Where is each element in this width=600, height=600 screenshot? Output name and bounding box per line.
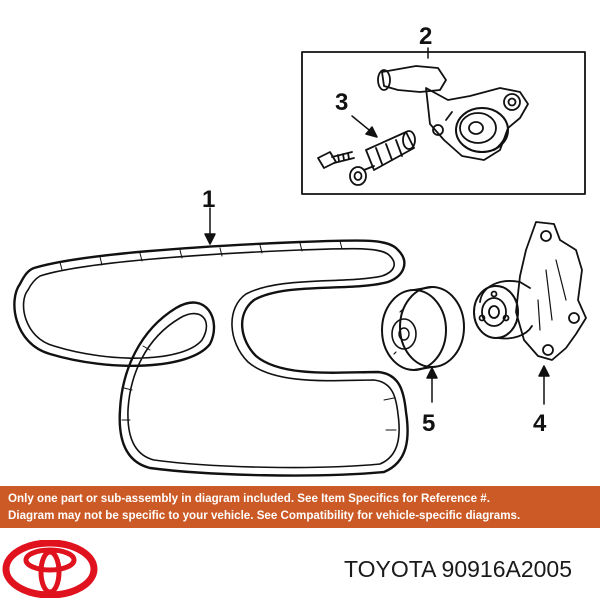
water-pump: [473, 221, 587, 361]
idler-pulley: [381, 286, 465, 371]
tensioner-damper: [317, 130, 416, 186]
part-number-label: TOYOTA 90916A2005: [343, 556, 572, 582]
tensioner-detail-box: [301, 51, 586, 195]
toyota-logo-icon: [2, 540, 98, 598]
footer: TOYOTA 90916A2005: [0, 528, 600, 600]
notice-line-2: Diagram may not be specific to your vehi…: [8, 509, 521, 522]
callout-5: 5: [422, 410, 435, 437]
callout-leaders: [204, 47, 550, 405]
parts-diagram: 1 2 3 4 5: [13, 23, 587, 477]
callout-1: 1: [202, 186, 215, 213]
callout-4: 4: [533, 410, 547, 437]
callout-3: 3: [335, 89, 348, 116]
callout-2: 2: [419, 23, 432, 50]
serpentine-belt: [13, 239, 409, 477]
compatibility-notice: Only one part or sub-assembly in diagram…: [0, 486, 600, 528]
notice-line-1: Only one part or sub-assembly in diagram…: [8, 492, 490, 505]
tensioner-assembly: [377, 65, 529, 161]
